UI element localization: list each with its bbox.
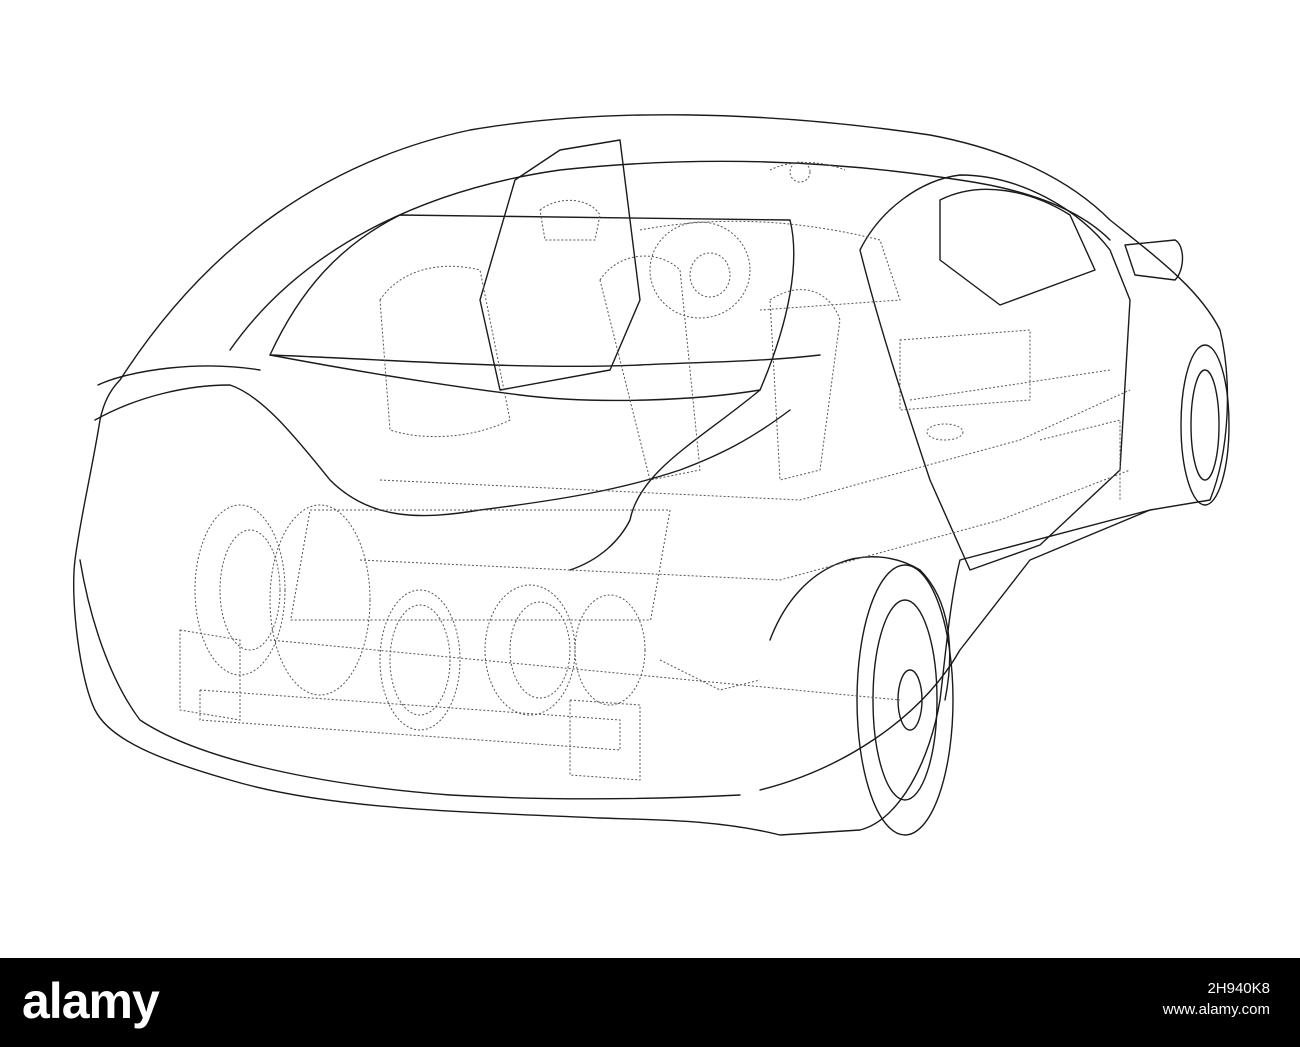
front-wheel-inner: [1190, 369, 1220, 481]
floor-pan: [379, 389, 1131, 501]
headrest-rear: [539, 199, 601, 241]
left-rear-hub: [269, 504, 371, 696]
steering-hub: [689, 252, 731, 298]
roof-line: [229, 160, 1111, 351]
rear-motor: [379, 589, 461, 731]
rear-lip: [97, 365, 261, 386]
watermark-footer: alamy 2H940K8 www.alamy.com: [0, 958, 1300, 1047]
rear-bumper: [79, 559, 741, 800]
rear-seat: [379, 265, 511, 438]
side-mirror: [1124, 239, 1184, 281]
floor-pan-lower: [359, 469, 1131, 581]
image-id: 2H940K8: [1207, 980, 1270, 997]
mount-block: [569, 699, 641, 781]
dashboard: [639, 220, 901, 311]
axle-line: [269, 639, 901, 701]
steering-wheel: [649, 221, 751, 319]
rear-motor-inner: [389, 604, 451, 716]
front-seat-right: [769, 289, 841, 481]
rear-wheel-rim: [872, 599, 938, 801]
side-skirt: [759, 509, 1151, 791]
alamy-logo: alamy: [22, 973, 160, 1029]
left-rear-drum-inner: [219, 529, 281, 651]
rear-beam: [199, 689, 621, 751]
rear-view-mirror: [789, 161, 811, 183]
front-radiator: [899, 329, 1031, 411]
car-wireframe-illustration: [73, 114, 1230, 836]
rear-wheel-arch: [769, 556, 951, 701]
front-wheel-outer: [1180, 344, 1230, 506]
left-rear-drum: [194, 504, 286, 676]
drive-unit: [574, 594, 646, 706]
side-window-rear: [479, 139, 641, 391]
front-crossbar: [909, 369, 1111, 401]
body-outline: [73, 114, 1229, 836]
c-pillar: [569, 389, 761, 571]
site-url: www.alamy.com: [1162, 1001, 1270, 1018]
door-frame: [859, 174, 1131, 571]
interior-trim-line: [269, 354, 821, 368]
rear-subframe: [179, 629, 241, 721]
center-drum: [484, 584, 576, 716]
door-handle: [926, 423, 964, 441]
rear-window: [269, 214, 795, 402]
trunk-deck: [94, 384, 791, 517]
footer-info: 2H940K8 www.alamy.com: [1163, 980, 1270, 1018]
center-drum-inner: [509, 601, 571, 699]
battery-pack: [290, 509, 671, 621]
mirror-stem: [769, 162, 846, 171]
rear-wheel-hub: [897, 669, 923, 731]
rear-wheel-outer: [856, 564, 954, 836]
front-seat-left: [599, 255, 701, 481]
side-window-front: [939, 188, 1096, 306]
front-rail: [1039, 419, 1121, 500]
